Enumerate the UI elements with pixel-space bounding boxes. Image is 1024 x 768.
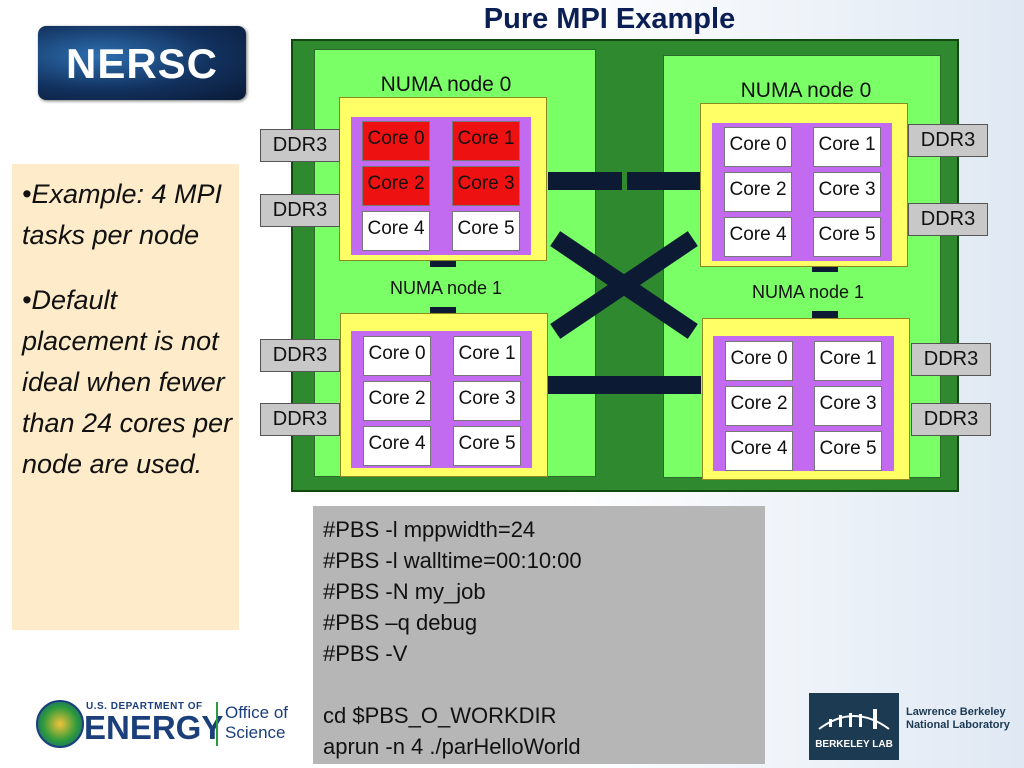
core-cell: Core 4 bbox=[363, 426, 431, 466]
nersc-logo: NERSC bbox=[38, 26, 246, 100]
doe-seal-icon bbox=[36, 700, 84, 748]
numa-label: NUMA node 1 bbox=[389, 278, 503, 298]
core-cell: Core 5 bbox=[452, 211, 520, 251]
link-bottom bbox=[548, 376, 701, 394]
ddr3-memory: DDR3 bbox=[911, 403, 991, 436]
link-numa-br bbox=[812, 311, 838, 321]
core-cell: Core 5 bbox=[813, 217, 881, 257]
code-line: #PBS –q debug bbox=[323, 610, 478, 635]
bullet-box: •Example: 4 MPI tasks per node •Default … bbox=[12, 164, 239, 630]
core-cell: Core 0 bbox=[362, 121, 430, 161]
numa-label: NUMA node 0 bbox=[740, 79, 872, 102]
numa-label: NUMA node 1 bbox=[751, 282, 865, 302]
ddr3-memory: DDR3 bbox=[908, 124, 988, 157]
code-line: aprun -n 4 ./parHelloWorld bbox=[323, 734, 581, 759]
core-cell: Core 2 bbox=[724, 172, 792, 212]
lbnl-name-line: National Laboratory bbox=[906, 719, 1010, 731]
code-line: #PBS -V bbox=[323, 641, 408, 666]
doe-office-line: Office of bbox=[225, 703, 288, 722]
doe-divider bbox=[216, 702, 218, 746]
doe-energy-text: ENERGY bbox=[84, 709, 224, 746]
code-line bbox=[323, 669, 765, 700]
pbs-script-box: #PBS -l mppwidth=24 #PBS -l walltime=00:1… bbox=[313, 506, 765, 764]
ddr3-memory: DDR3 bbox=[260, 403, 340, 436]
ddr3-memory: DDR3 bbox=[260, 129, 340, 162]
core-cell: Core 2 bbox=[362, 166, 430, 206]
core-cell: Core 1 bbox=[813, 127, 881, 167]
numa-label: NUMA node 0 bbox=[380, 73, 512, 96]
bullet-item: •Example: 4 MPI tasks per node bbox=[22, 179, 223, 250]
link-top-2 bbox=[627, 172, 701, 190]
ddr3-memory: DDR3 bbox=[260, 339, 340, 372]
doe-office-line: Science bbox=[225, 723, 286, 742]
bullet-item: •Default placement is not ideal when few… bbox=[22, 285, 233, 479]
core-cell: Core 0 bbox=[725, 341, 793, 381]
link-top-1 bbox=[548, 172, 622, 190]
core-cell: Core 4 bbox=[362, 211, 430, 251]
core-cell: Core 1 bbox=[452, 121, 520, 161]
core-cell: Core 5 bbox=[814, 431, 882, 471]
ddr3-memory: DDR3 bbox=[260, 194, 340, 227]
core-cell: Core 1 bbox=[814, 341, 882, 381]
berkeley-lab-skyline-icon bbox=[818, 709, 890, 730]
core-cell: Core 5 bbox=[453, 426, 521, 466]
core-cell: Core 2 bbox=[363, 381, 431, 421]
lbnl-name: Lawrence Berkeley National Laboratory bbox=[906, 706, 1010, 732]
core-cell: Core 4 bbox=[724, 217, 792, 257]
core-cell: Core 4 bbox=[725, 431, 793, 471]
nersc-logo-text: NERSC bbox=[65, 40, 219, 87]
core-cell: Core 1 bbox=[453, 336, 521, 376]
code-line: #PBS -N my_job bbox=[323, 579, 486, 604]
core-cell: Core 0 bbox=[363, 336, 431, 376]
berkeley-lab-text: BERKELEY LAB bbox=[815, 739, 893, 750]
core-cell: Core 0 bbox=[724, 127, 792, 167]
core-cell: Core 2 bbox=[725, 386, 793, 426]
core-cell: Core 3 bbox=[813, 172, 881, 212]
ddr3-memory: DDR3 bbox=[911, 343, 991, 376]
link-numa-bl bbox=[430, 307, 456, 317]
core-cell: Core 3 bbox=[452, 166, 520, 206]
code-line: #PBS -l mppwidth=24 bbox=[323, 517, 536, 542]
core-cell: Core 3 bbox=[814, 386, 882, 426]
code-line: #PBS -l walltime=00:10:00 bbox=[323, 548, 582, 573]
slide-title: Pure MPI Example bbox=[483, 3, 736, 35]
berkeley-lab-logo bbox=[809, 693, 899, 760]
doe-dept-text: U.S. DEPARTMENT OF bbox=[86, 701, 203, 712]
lbnl-name-line: Lawrence Berkeley bbox=[906, 706, 1006, 718]
doe-office-text: Office of Science bbox=[225, 703, 288, 743]
core-cell: Core 3 bbox=[453, 381, 521, 421]
ddr3-memory: DDR3 bbox=[908, 203, 988, 236]
code-line: cd $PBS_O_WORKDIR bbox=[323, 703, 557, 728]
